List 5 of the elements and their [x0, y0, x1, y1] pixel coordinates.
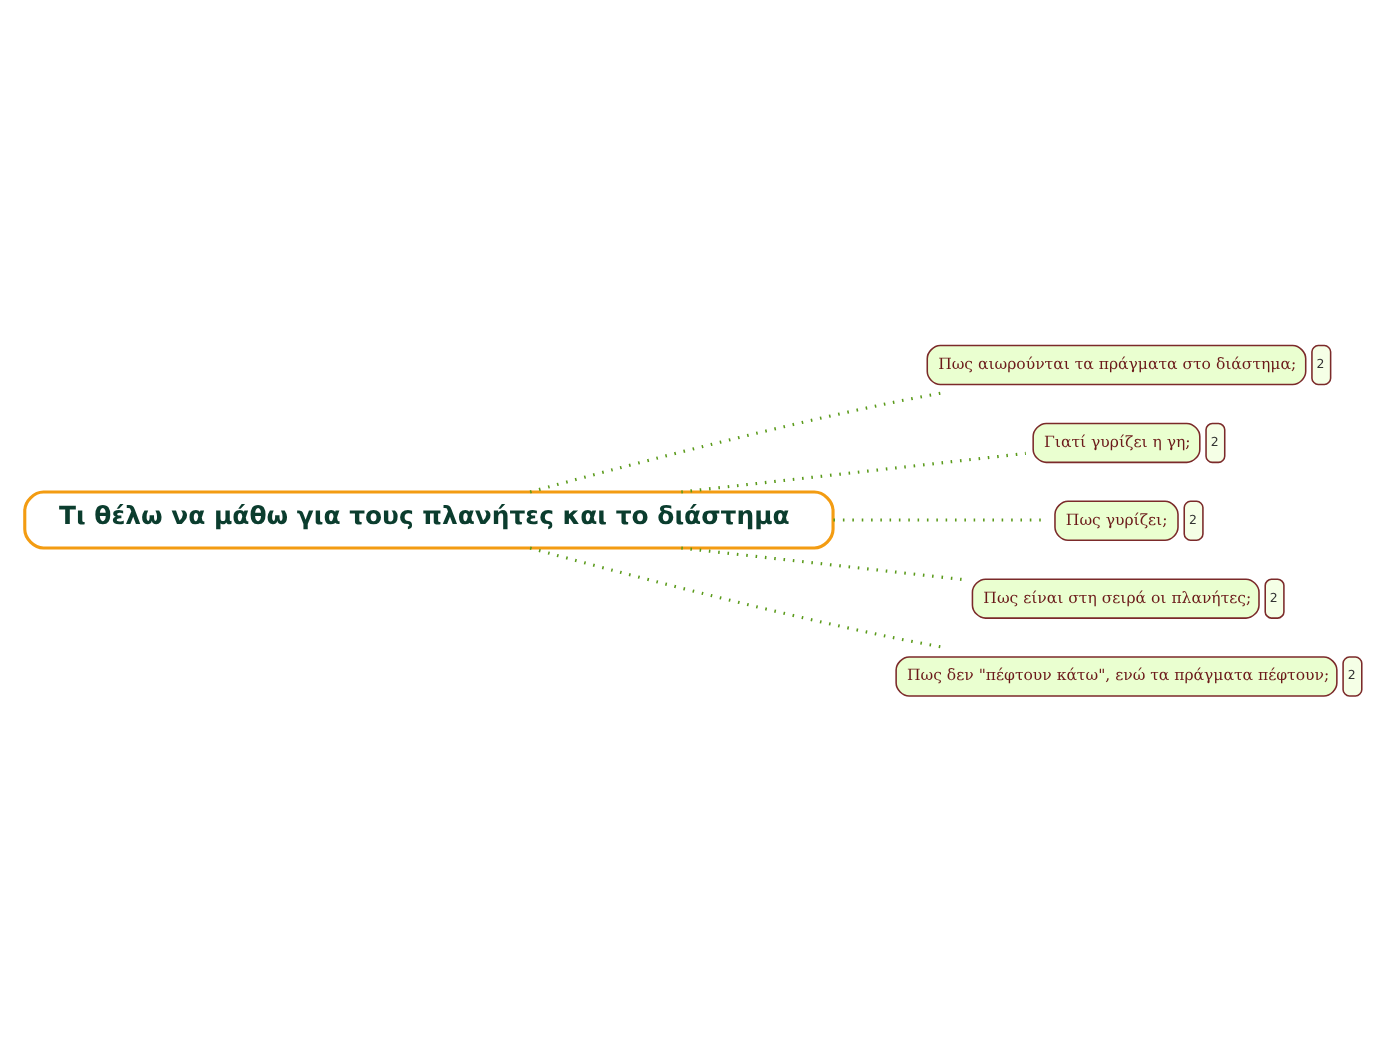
connector: [529, 390, 946, 494]
node-box: Τι θέλω να μάθω για τους πλανήτες και το διάστημα: [23, 490, 835, 550]
connector: [529, 546, 946, 650]
connector: [681, 546, 967, 582]
connector: [681, 451, 1026, 494]
